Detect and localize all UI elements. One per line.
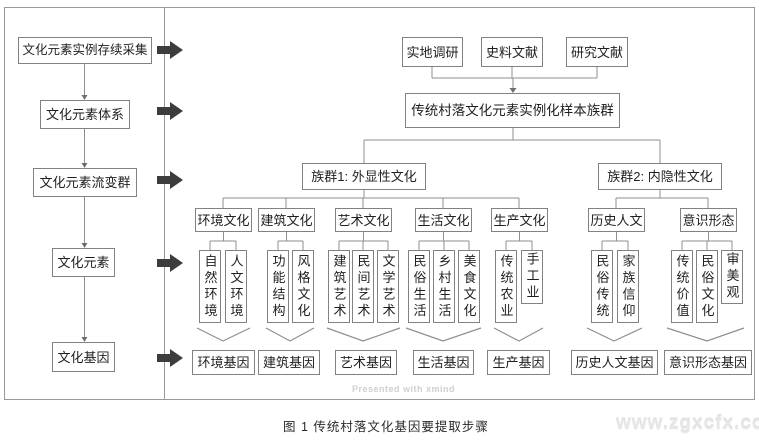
category-box-history-humanities: 历史人文 (588, 208, 645, 232)
step-box-culture-gene: 文化基因 (52, 342, 115, 372)
xmind-watermark: Presented with xmind (352, 384, 456, 394)
element-box-functional-structure: 功能结构 (267, 250, 289, 323)
source-box-research-literature: 研究文献 (566, 37, 628, 67)
category-box-ideology: 意识形态 (680, 208, 737, 232)
element-box-architectural-art: 建筑艺术 (328, 250, 350, 323)
category-box-architecture-culture: 建筑文化 (258, 208, 315, 232)
category-box-production-culture: 生产文化 (491, 208, 548, 232)
category-box-environment-culture: 环境文化 (195, 208, 252, 232)
element-box-human-environment: 人文环境 (225, 250, 247, 323)
gene-box-life: 生活基因 (413, 350, 474, 375)
category-box-life-culture: 生活文化 (415, 208, 472, 232)
site-watermark: www.zgxcfx.com (616, 413, 759, 434)
gene-box-history-humanities: 历史人文基因 (571, 350, 658, 375)
element-box-natural-environment: 自然环境 (199, 250, 221, 323)
gene-box-ideology: 意识形态基因 (664, 350, 752, 375)
block-right-arrow-icons (157, 41, 183, 367)
element-box-folk-art: 民间艺术 (352, 250, 374, 323)
group-box-explicit-culture: 族群1: 外显性文化 (302, 163, 426, 190)
element-box-folk-life: 民俗生活 (408, 250, 430, 323)
element-box-folk-culture: 民俗文化 (696, 250, 718, 323)
chevron-collector-icons (196, 327, 745, 342)
element-box-folk-tradition: 民俗传统 (591, 250, 613, 323)
step-box-element-evolution-group: 文化元素流变群 (33, 168, 137, 197)
step-box-collection: 文化元素实例存续采集 (18, 37, 152, 64)
category-box-art-culture: 艺术文化 (335, 208, 392, 232)
gene-box-environment: 环境基因 (192, 350, 255, 375)
group-box-implicit-culture: 族群2: 内隐性文化 (598, 163, 722, 190)
element-box-traditional-values: 传统价值 (671, 250, 693, 323)
element-box-style-culture: 风格文化 (292, 250, 314, 323)
element-box-rural-life: 乡村生活 (433, 250, 455, 323)
source-box-historical-literature: 史料文献 (481, 37, 543, 67)
step-box-element-system: 文化元素体系 (40, 100, 130, 129)
step-box-culture-element: 文化元素 (52, 248, 115, 277)
figure-caption: 图 1 传统村落文化基因要提取步骤 (283, 420, 489, 434)
gene-box-architecture: 建筑基因 (258, 350, 320, 375)
element-box-food-culture: 美食文化 (458, 250, 480, 323)
gene-box-art: 艺术基因 (335, 350, 397, 375)
element-box-traditional-agriculture: 传统农业 (495, 250, 517, 323)
element-box-aesthetics: 审美观 (721, 250, 743, 304)
frame-border (4, 7, 755, 400)
element-box-literary-art: 文学艺术 (377, 250, 399, 323)
source-box-field-research: 实地调研 (402, 37, 463, 67)
element-box-family-belief: 家族信仰 (617, 250, 639, 323)
element-box-handicraft: 手工业 (521, 250, 543, 304)
gene-box-production: 生产基因 (487, 350, 550, 375)
root-box-sample-cluster: 传统村落文化元素实例化样本族群 (405, 93, 620, 128)
